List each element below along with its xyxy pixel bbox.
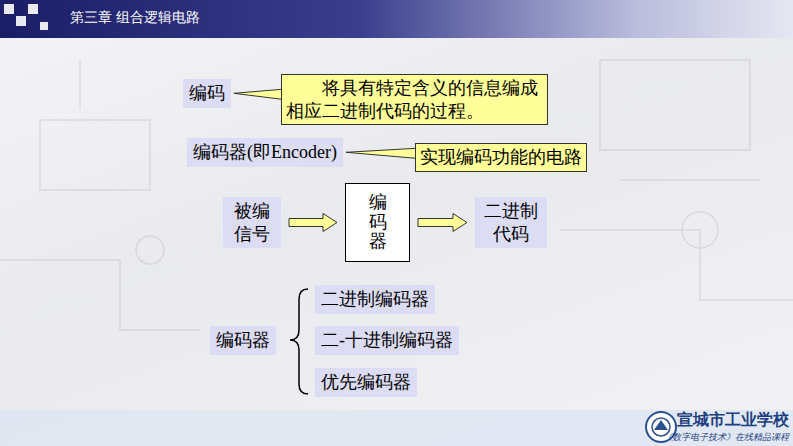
slide-title: 第三章 组合逻辑电路 xyxy=(70,9,200,27)
block-arrow xyxy=(289,214,337,232)
school-name: 宣城市工业学校 xyxy=(677,410,789,431)
type-box: 二进制编码器 xyxy=(315,285,435,314)
course-name: 《数字电子技术》在线精品课程 xyxy=(663,431,789,444)
node-text: 编码 xyxy=(189,82,225,105)
node-text: 编码器 xyxy=(216,329,270,352)
input-box: 被编 信号 xyxy=(223,197,281,248)
node-text: 二进制 代码 xyxy=(481,200,541,245)
term-box: 编码 xyxy=(183,79,231,108)
node-text: 将具有特定含义的信息编成相应二进制代码的过程。 xyxy=(286,77,543,122)
node-text: 编码器 xyxy=(369,193,387,252)
node-text: 二-十进制编码器 xyxy=(321,329,453,352)
block-arrow xyxy=(418,214,467,232)
node-text: 二进制编码器 xyxy=(321,288,429,311)
callout-box: 实现编码功能的电路 xyxy=(415,143,587,172)
type-box: 二-十进制编码器 xyxy=(315,326,459,355)
node-text: 被编 信号 xyxy=(229,200,275,245)
brace xyxy=(290,289,308,394)
callout-box: 将具有特定含义的信息编成相应二进制代码的过程。 xyxy=(281,74,548,125)
node-text: 编码器(即Encoder) xyxy=(193,141,337,164)
category-box: 编码器 xyxy=(210,326,276,355)
node-text: 优先编码器 xyxy=(321,371,411,394)
term-box: 编码器(即Encoder) xyxy=(187,138,343,167)
type-box: 优先编码器 xyxy=(315,368,417,397)
encoder-block: 编码器 xyxy=(345,183,410,262)
node-text: 实现编码功能的电路 xyxy=(420,146,582,169)
output-box: 二进制 代码 xyxy=(475,197,547,248)
callout-tail xyxy=(234,89,282,99)
callout-tail xyxy=(346,148,416,158)
